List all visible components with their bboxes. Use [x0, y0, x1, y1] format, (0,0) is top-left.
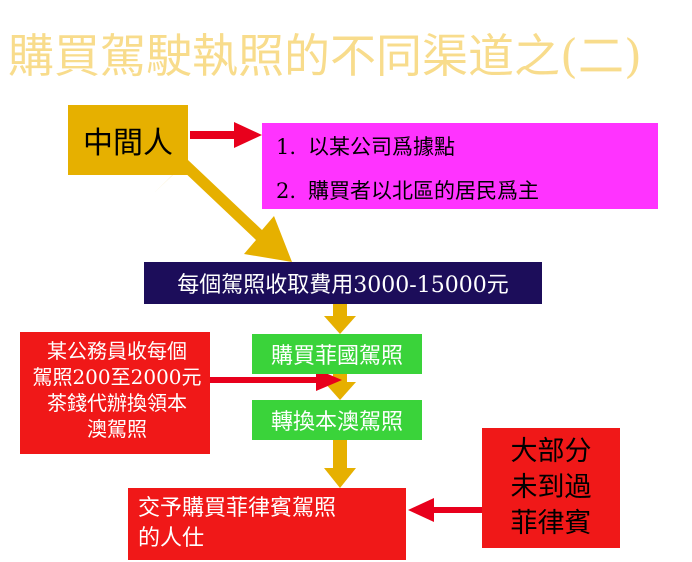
arrow-civil-to-convert [210, 369, 342, 391]
fee-box: 每個駕照收取費用3000-15000元 [144, 262, 542, 304]
handover-line: 的人仕 [138, 526, 205, 551]
bases-item: 1. 以某公司爲據點 [276, 131, 455, 161]
bases-item-number: 1. [276, 135, 297, 159]
civil-servant-line: 澳駕照 [87, 417, 147, 441]
bases-item: 2. 購買者以北區的居民爲主 [276, 175, 539, 205]
arrow-buy-to-convert [324, 374, 356, 400]
arrow-middleman-to-fee [155, 160, 292, 262]
handover-line: 交予購買菲律賓駕照 [138, 496, 337, 521]
most-line: 菲律賓 [510, 508, 592, 539]
middleman-box: 中間人 [68, 105, 188, 175]
most-line: 大部分 [510, 436, 592, 467]
civil-servant-line: 某公務員收每個 [47, 339, 187, 363]
bases-item-number: 2. [276, 179, 297, 203]
most-not-visited-box: 大部分 未到過 菲律賓 [482, 428, 620, 548]
arrow-most-to-handover [408, 498, 482, 522]
bases-item-text: 購買者以北區的居民爲主 [308, 179, 539, 203]
civil-servant-line: 茶錢代辦換領本 [47, 391, 187, 415]
arrow-fee-to-buy [324, 304, 356, 334]
arrow-convert-to-handover [324, 440, 356, 488]
civil-servant-line: 駕照200至2000元 [32, 365, 202, 389]
buy-ph-license-box: 購買菲國駕照 [252, 334, 422, 374]
page-title: 購買駕駛執照的不同渠道之(二) [8, 29, 642, 83]
arrow-middleman-to-bases [190, 122, 262, 148]
civil-servant-box: 某公務員收每個 駕照200至2000元 茶錢代辦換領本 澳駕照 [20, 332, 210, 454]
most-line: 未到過 [510, 472, 592, 503]
bases-box: 1. 以某公司爲據點 2. 購買者以北區的居民爲主 [262, 123, 658, 209]
handover-box: 交予購買菲律賓駕照 的人仕 [128, 488, 406, 560]
convert-license-box: 轉換本澳駕照 [252, 400, 422, 440]
bases-item-text: 以某公司爲據點 [308, 135, 455, 159]
